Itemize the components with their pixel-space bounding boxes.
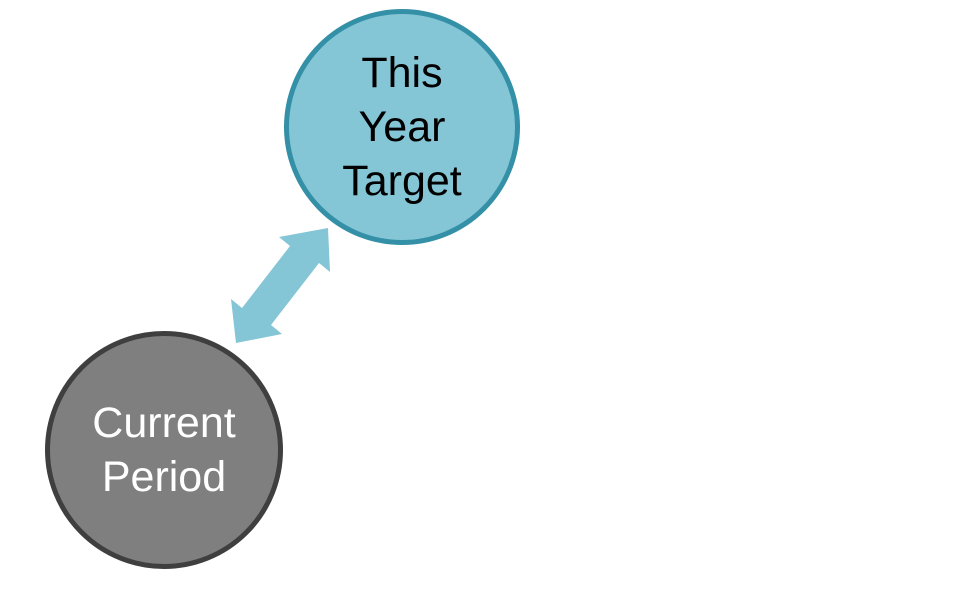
this-year-target-label: This Year Target [342, 49, 462, 205]
current-period-label: Current Period [92, 399, 236, 501]
double-arrow-icon [231, 228, 330, 343]
current-period-node: Current Period [45, 331, 283, 569]
this-year-target-node: This Year Target [284, 9, 520, 245]
